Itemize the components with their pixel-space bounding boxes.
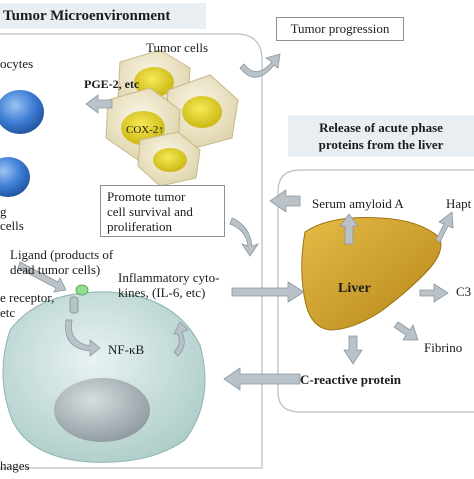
liver-organ <box>301 217 442 331</box>
release-line-1: Release of acute phase <box>319 120 443 135</box>
tumor-microenvironment-title: Tumor Microenvironment <box>0 3 206 29</box>
promote-line-3: proliferation <box>107 219 172 234</box>
arrow-cytokines-to-liver <box>231 281 305 303</box>
microenvironment-frame <box>0 33 263 469</box>
receptor-label-2: etc <box>0 305 16 320</box>
arrow-crp-to-macrophage <box>223 367 301 391</box>
tumor-cell-cluster <box>105 49 239 187</box>
serum-amyloid-label: Serum amyloid A <box>312 196 404 211</box>
release-panel-title: Release of acute phase proteins from the… <box>288 115 474 157</box>
arrow-tumor-progression <box>239 53 281 78</box>
receptor-label-1: e receptor, <box>0 290 55 305</box>
arrow-to-promote <box>269 189 301 213</box>
crp-label: C-reactive protein <box>300 372 401 387</box>
arrow-liver-haptoglobin <box>435 211 454 243</box>
monocyte-cell <box>0 157 30 197</box>
promote-line-2: cell survival and <box>107 204 193 219</box>
arrow-pge2 <box>85 94 113 114</box>
haptoglobin-label: Hapt <box>446 196 472 211</box>
arrow-liver-c3 <box>419 283 449 303</box>
c3-label: C3 <box>456 284 472 299</box>
arrow-liver-crp <box>343 335 363 365</box>
pge2-label: PGE-2, etc <box>84 77 140 91</box>
receptor <box>69 284 89 314</box>
arrow-ligand <box>17 261 67 293</box>
arrow-liver-fibrinogen <box>393 321 419 341</box>
macrophages-label: hages <box>0 458 30 473</box>
promote-survival-box: Promote tumor cell survival and prolifer… <box>100 185 225 237</box>
monocyte-cell <box>0 90 44 134</box>
liver-label: Liver <box>338 281 371 296</box>
cytokines-label-1: Inflammatory cyto- <box>118 270 220 285</box>
macrophage-cell <box>2 291 206 463</box>
cells-label-2: cells <box>0 218 24 233</box>
ligand-label-2: dead tumor cells) <box>10 262 101 277</box>
arrow-promote-curve <box>229 217 259 257</box>
tumor-cells-label: Tumor cells <box>146 40 208 55</box>
cox2-label: COX-2↑ <box>126 124 164 136</box>
nfkb-label: NF-κB <box>108 342 144 357</box>
tumor-progression-box: Tumor progression <box>276 17 404 41</box>
promote-line-1: Promote tumor <box>107 189 186 204</box>
arrow-receptor-nfkb <box>65 319 101 357</box>
cytokines-label-2: kines, (IL-6, etc) <box>118 285 206 300</box>
arrow-liver-serum-amyloid <box>339 213 359 245</box>
ligand-label-1: Ligand (products of <box>10 247 114 262</box>
release-line-2: proteins from the liver <box>318 137 444 152</box>
fibrinogen-label: Fibrino <box>424 340 463 355</box>
cells-label-1: g <box>0 204 7 219</box>
monocytes-label: ocytes <box>0 56 34 71</box>
arrow-macrophage-curve <box>173 321 189 357</box>
